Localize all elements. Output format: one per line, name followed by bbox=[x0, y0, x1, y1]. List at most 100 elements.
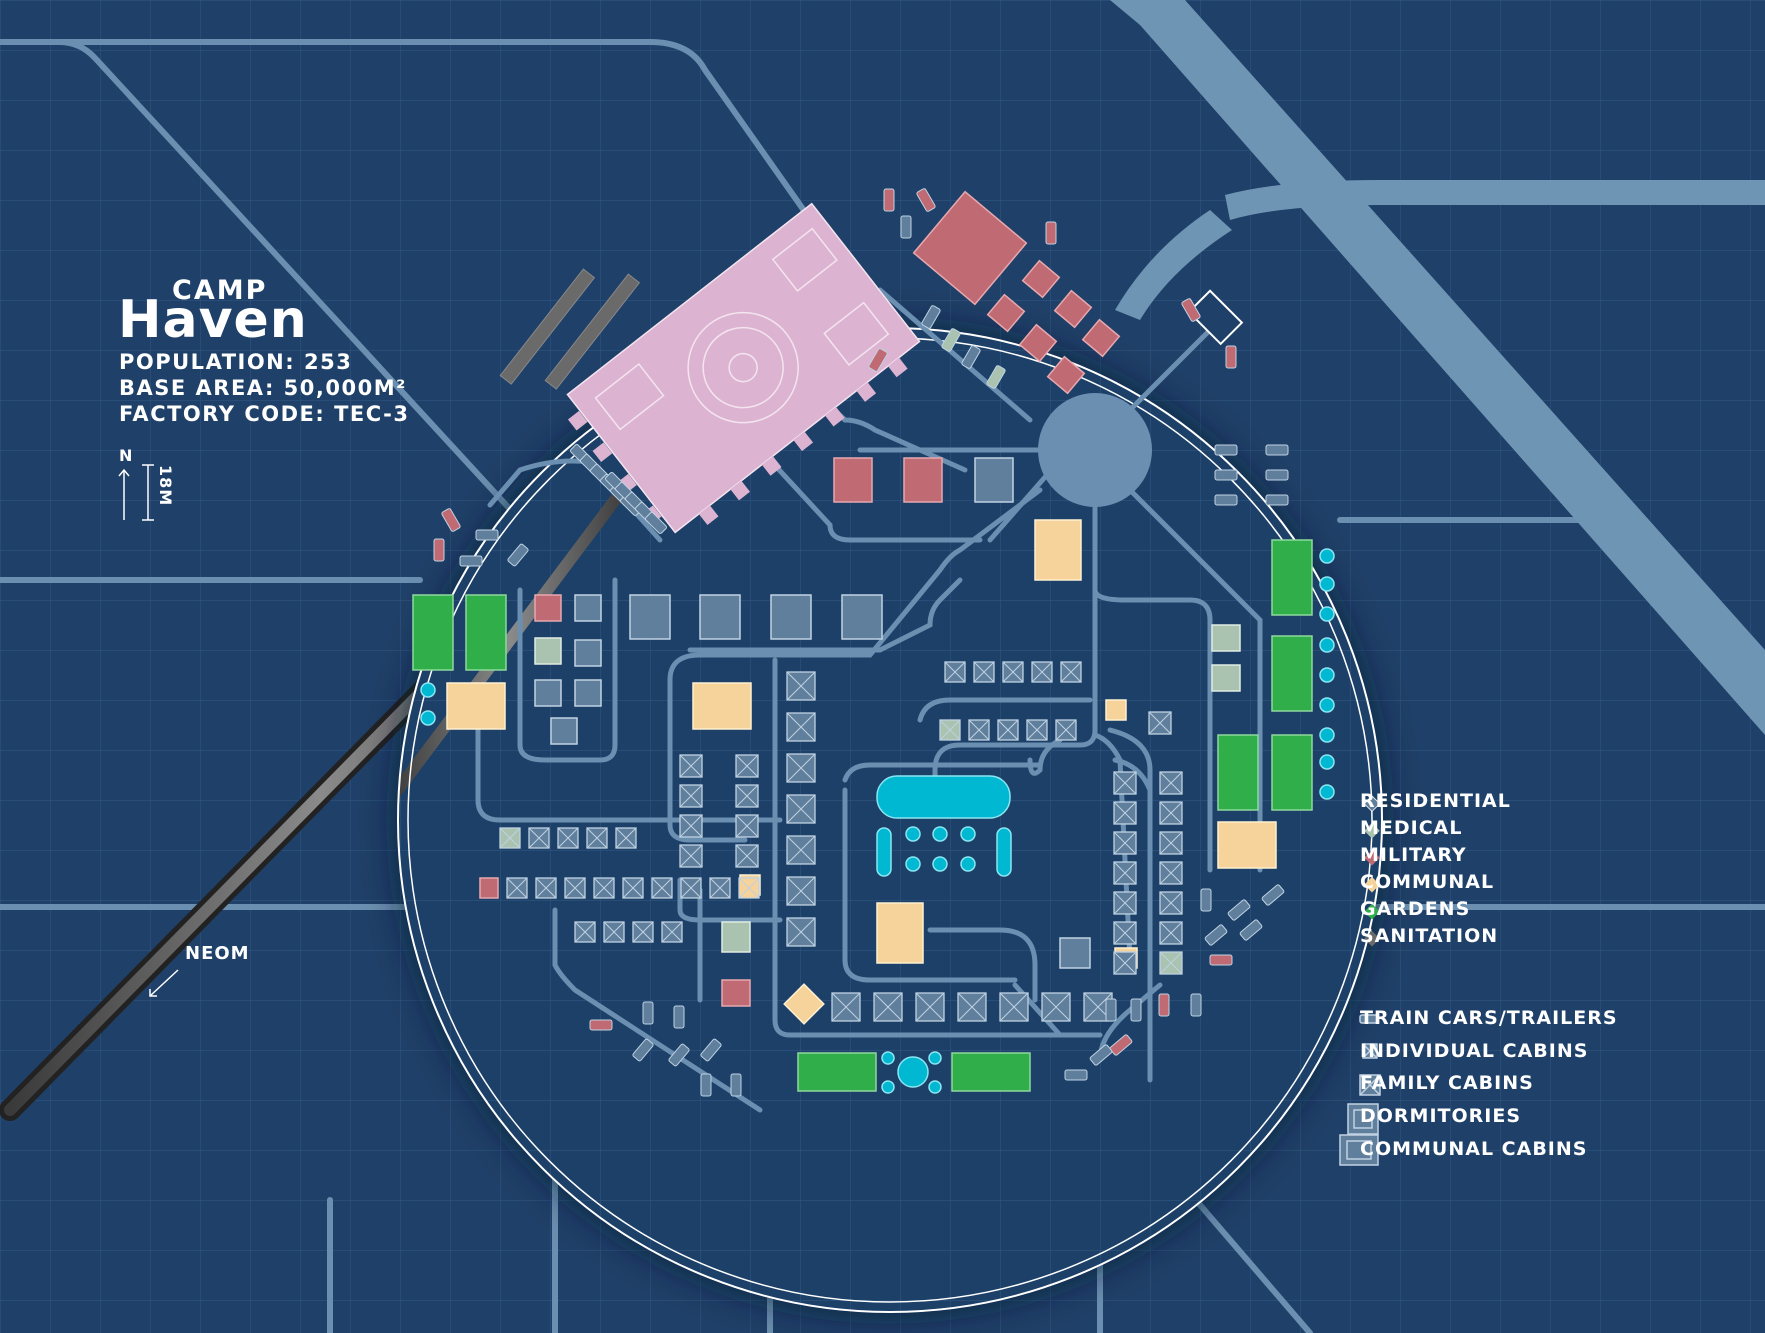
trailer bbox=[1265, 494, 1289, 506]
neom-arrow bbox=[149, 969, 179, 997]
cabin bbox=[999, 992, 1029, 1022]
cabin bbox=[1159, 771, 1183, 795]
cabin bbox=[661, 921, 683, 943]
cabin bbox=[535, 877, 557, 899]
legend-structure-icons bbox=[1339, 1014, 1381, 1166]
trailer bbox=[700, 1038, 722, 1062]
cabin bbox=[997, 719, 1019, 741]
trailer bbox=[921, 305, 941, 329]
scale-distance-label: 18M bbox=[156, 465, 175, 507]
cabin bbox=[831, 992, 861, 1022]
river bbox=[1110, 0, 1765, 735]
cabin bbox=[915, 992, 945, 1022]
factory-code-stat: FACTORY CODE: TEC-3 bbox=[119, 402, 410, 426]
camp-name: Haven bbox=[118, 290, 308, 350]
cabin bbox=[1159, 801, 1183, 825]
cabin bbox=[786, 917, 816, 947]
train-car-icon bbox=[1359, 1014, 1379, 1024]
trailer bbox=[1190, 993, 1202, 1017]
cabin bbox=[1159, 921, 1183, 945]
trailer bbox=[1227, 899, 1251, 921]
cabin bbox=[968, 719, 990, 741]
trailer bbox=[883, 188, 895, 212]
cabin bbox=[632, 921, 654, 943]
cabin bbox=[1113, 951, 1137, 975]
cabin bbox=[1148, 711, 1172, 735]
communal-blocks bbox=[446, 519, 1277, 1025]
cabin bbox=[786, 835, 816, 865]
dormitory-blocks bbox=[534, 457, 1091, 969]
cabin bbox=[1055, 719, 1077, 741]
base-area-stat: BASE AREA: 50,000M² bbox=[119, 376, 407, 400]
trailer bbox=[986, 365, 1006, 389]
cabin bbox=[1113, 771, 1137, 795]
cabin bbox=[944, 661, 966, 683]
military-blocks bbox=[479, 190, 1121, 1007]
cabin bbox=[873, 992, 903, 1022]
trailer bbox=[1200, 888, 1212, 912]
cabin bbox=[1159, 951, 1183, 975]
cabin bbox=[1041, 992, 1071, 1022]
trailer bbox=[868, 348, 888, 372]
legend-train-cars: TRAIN CARS/TRAILERS bbox=[1360, 1007, 1618, 1029]
cabin bbox=[557, 827, 579, 849]
cabin bbox=[586, 827, 608, 849]
individual-cabins bbox=[499, 661, 1183, 1022]
trailer bbox=[589, 1019, 613, 1031]
trailer bbox=[1045, 221, 1057, 245]
legend-military: MILITARY bbox=[1360, 844, 1467, 866]
cabin bbox=[735, 814, 759, 838]
train-cars-trailers bbox=[433, 188, 1289, 1097]
trailer bbox=[1214, 444, 1238, 456]
medical-blocks bbox=[534, 624, 1241, 953]
trailer bbox=[1265, 444, 1289, 456]
cabin bbox=[564, 877, 586, 899]
cabin bbox=[1159, 831, 1183, 855]
legend-gardens: GARDENS bbox=[1360, 898, 1471, 920]
trailer bbox=[1181, 298, 1201, 322]
cabin bbox=[735, 754, 759, 778]
cabin bbox=[679, 814, 703, 838]
cabin bbox=[1060, 661, 1082, 683]
legend-communal: COMMUNAL bbox=[1360, 871, 1495, 893]
trailer bbox=[475, 529, 499, 541]
cabin bbox=[973, 661, 995, 683]
cabin bbox=[1026, 719, 1048, 741]
cabin bbox=[786, 753, 816, 783]
neom-label: NEOM bbox=[185, 943, 250, 964]
central-plaza bbox=[1038, 393, 1152, 507]
scale-indicator bbox=[118, 464, 154, 521]
trailer bbox=[1204, 924, 1228, 946]
trailer bbox=[441, 508, 461, 532]
trailer bbox=[700, 1073, 712, 1097]
cabin bbox=[603, 921, 625, 943]
cabin bbox=[786, 876, 816, 906]
trailer bbox=[1239, 919, 1263, 941]
trailer bbox=[1265, 469, 1289, 481]
legend-zone-icons bbox=[1363, 795, 1381, 947]
trailer bbox=[900, 215, 912, 239]
cabin bbox=[709, 877, 731, 899]
trailer bbox=[1089, 1044, 1113, 1066]
cabin bbox=[939, 719, 961, 741]
cabin bbox=[528, 827, 550, 849]
cabin bbox=[679, 844, 703, 868]
cabin bbox=[735, 784, 759, 808]
trailer bbox=[961, 345, 981, 369]
trailer bbox=[730, 1073, 742, 1097]
trailer bbox=[1261, 884, 1285, 906]
cabin bbox=[1113, 831, 1137, 855]
north-label: N bbox=[119, 446, 134, 465]
trailer bbox=[1064, 1069, 1088, 1081]
legend-residential: RESIDENTIAL bbox=[1360, 790, 1511, 812]
legend-dormitories: DORMITORIES bbox=[1360, 1105, 1522, 1127]
camp-label: CAMP bbox=[172, 275, 268, 306]
cabin bbox=[735, 844, 759, 868]
trailer bbox=[459, 555, 483, 567]
sanitation-blocks bbox=[499, 268, 641, 390]
legend-communal-cabins: COMMUNAL CABINS bbox=[1360, 1138, 1588, 1160]
cabin bbox=[651, 877, 673, 899]
legend-individual-cabins: INDIVIDUAL CABINS bbox=[1360, 1040, 1589, 1062]
trailer bbox=[1130, 998, 1142, 1022]
